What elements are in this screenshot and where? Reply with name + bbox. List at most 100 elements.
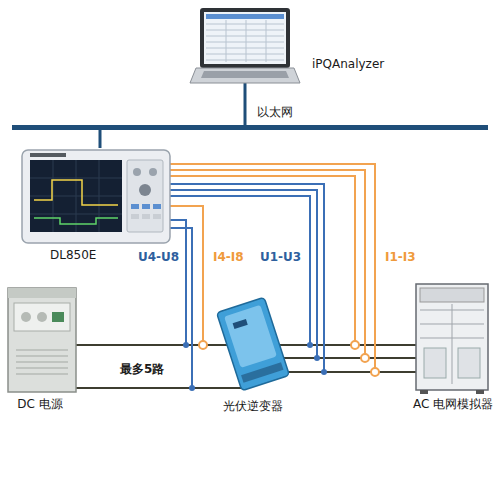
device-label: 光伏逆变器 bbox=[223, 399, 283, 413]
table-line bbox=[266, 20, 267, 62]
laptop-icon bbox=[190, 8, 300, 83]
ac-line bbox=[270, 371, 416, 373]
current-clamp bbox=[351, 341, 359, 349]
current-clamp bbox=[371, 368, 379, 376]
scope-key bbox=[142, 214, 150, 219]
rack-foot bbox=[420, 390, 428, 394]
junction-dot bbox=[189, 385, 195, 391]
inverter-display bbox=[233, 319, 248, 329]
table-line bbox=[206, 30, 284, 31]
signal-name: I4-I8 bbox=[213, 250, 244, 264]
vent-line bbox=[16, 362, 68, 363]
table-line bbox=[206, 42, 284, 43]
table-line bbox=[206, 24, 284, 25]
rack-foot bbox=[476, 390, 484, 394]
voltage-wires bbox=[170, 184, 324, 388]
device-label: DC 电源 bbox=[17, 397, 62, 411]
inverter-base bbox=[241, 362, 283, 383]
cabinet-display bbox=[52, 312, 64, 322]
screen-header bbox=[206, 14, 284, 19]
table-line bbox=[226, 20, 227, 62]
ac-line bbox=[408, 344, 416, 346]
device-label: AC 电网模拟器 bbox=[413, 397, 493, 411]
ac-line bbox=[270, 357, 416, 359]
rack-panel bbox=[458, 348, 480, 378]
current-clamps bbox=[199, 341, 379, 376]
oscilloscope-icon bbox=[22, 150, 170, 243]
dc-source-node: DC 电源 bbox=[4, 285, 76, 415]
scope-body bbox=[22, 150, 170, 243]
scope-key bbox=[153, 204, 161, 209]
junction-dot bbox=[183, 342, 189, 348]
scope-trace bbox=[34, 218, 118, 224]
device-label: iPQAnalyzer bbox=[312, 57, 384, 71]
ac-simulator-icon bbox=[416, 284, 488, 394]
vent-line bbox=[16, 350, 68, 351]
grid-line bbox=[76, 160, 77, 232]
scope-trace bbox=[34, 180, 118, 205]
vent-line bbox=[16, 368, 68, 369]
ac-simulator-node: AC 电网模拟器 bbox=[414, 282, 492, 414]
scope-logo bbox=[30, 153, 66, 157]
scope-key bbox=[142, 204, 150, 209]
signal-name: U1-U3 bbox=[260, 250, 301, 264]
cabinet-body bbox=[8, 288, 76, 392]
device-label: DL850E bbox=[50, 248, 96, 262]
rack-line bbox=[452, 304, 453, 384]
dc-source-icon bbox=[8, 288, 76, 392]
rack-panel bbox=[424, 348, 446, 378]
scope-key bbox=[153, 214, 161, 219]
ethernet-bus: 以太网 bbox=[12, 125, 488, 130]
current-clamp bbox=[361, 354, 369, 362]
cabinet-vents bbox=[16, 350, 68, 374]
table-line bbox=[206, 54, 284, 55]
grid-line bbox=[99, 160, 100, 232]
bus-label: 以太网 bbox=[257, 105, 293, 119]
table-line bbox=[206, 48, 284, 49]
junction-dot bbox=[307, 342, 313, 348]
laptop-base bbox=[190, 68, 300, 83]
scope-panel bbox=[127, 160, 163, 232]
inverter-face bbox=[224, 305, 277, 368]
inverter-body bbox=[217, 297, 290, 390]
inverter-node: 光伏逆变器 bbox=[213, 295, 293, 415]
scope-grid bbox=[30, 160, 122, 232]
current-clamp bbox=[199, 341, 207, 349]
junction-dot bbox=[314, 355, 320, 361]
inverter-icon bbox=[217, 297, 290, 390]
screen-table bbox=[206, 20, 284, 62]
cabinet-panel bbox=[14, 303, 70, 331]
laptop-bezel bbox=[200, 8, 290, 68]
vent-line bbox=[16, 356, 68, 357]
dc-line bbox=[76, 387, 242, 389]
laptop-node: iPQAnalyzer bbox=[190, 5, 390, 83]
rack-body bbox=[416, 284, 488, 390]
rack-grid bbox=[420, 304, 484, 384]
oscilloscope-node: DL850E bbox=[20, 148, 172, 266]
scope-knob bbox=[149, 168, 157, 176]
voltage-wire bbox=[170, 184, 324, 372]
junction-dot bbox=[321, 369, 327, 375]
table-line bbox=[206, 36, 284, 37]
scope-key bbox=[131, 204, 139, 209]
ethernet-link bbox=[244, 83, 247, 125]
scope-knob bbox=[133, 168, 141, 176]
cabinet-top bbox=[8, 288, 76, 298]
signal-name: I1-I3 bbox=[385, 250, 416, 264]
rack-top-panel bbox=[420, 288, 484, 302]
table-line bbox=[206, 60, 284, 61]
laptop-screen bbox=[204, 12, 286, 64]
scope-screen bbox=[30, 160, 122, 232]
ethernet-link bbox=[99, 130, 102, 148]
channel-note: 最多5路 bbox=[120, 362, 164, 376]
scope-knob bbox=[139, 184, 151, 196]
signal-name: U4-U8 bbox=[138, 250, 179, 264]
scope-key bbox=[131, 214, 139, 219]
vent-line bbox=[16, 374, 68, 375]
table-line bbox=[246, 20, 247, 62]
voltage-wire bbox=[170, 220, 186, 345]
cabinet-meter bbox=[21, 312, 31, 322]
cabinet-meter bbox=[37, 312, 47, 322]
